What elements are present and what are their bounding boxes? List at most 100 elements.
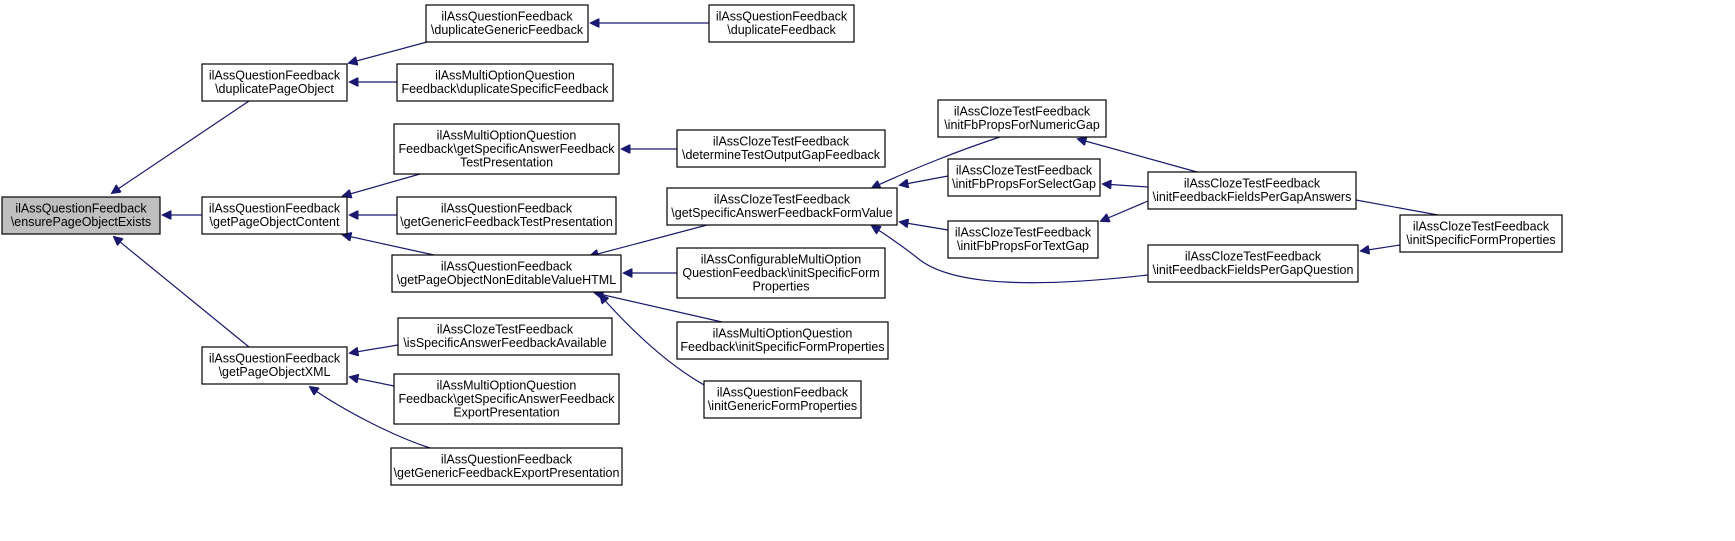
- node-box[interactable]: [397, 317, 613, 356]
- node-label-line: ilAssQuestionFeedback: [717, 386, 849, 400]
- node-label-line: \initFbPropsForNumericGap: [944, 118, 1100, 132]
- node-label-line: \ensurePageObjectExists: [11, 215, 151, 229]
- node-moInitSpecForm[interactable]: ilAssMultiOptionQuestionFeedback\initSpe…: [676, 321, 889, 360]
- node-label-line: Feedback\initSpecificFormProperties: [680, 340, 884, 354]
- node-label-line: ilAssQuestionFeedback: [15, 202, 147, 216]
- edge-clozeFieldsAnswers-to-clozeText: [1101, 200, 1149, 221]
- node-label-line: ilAssClozeTestFeedback: [956, 164, 1093, 178]
- node-clozeFieldsAnswers[interactable]: ilAssClozeTestFeedback\initFeedbackField…: [1147, 171, 1357, 210]
- node-box[interactable]: [703, 380, 862, 419]
- edge-dupPageObj-to-root: [112, 100, 250, 193]
- node-box[interactable]: [666, 187, 898, 226]
- node-box[interactable]: [1399, 214, 1563, 253]
- node-box[interactable]: [425, 4, 589, 43]
- edge-clozeText-to-clozeGetSpecForm: [900, 222, 949, 231]
- node-box[interactable]: [201, 63, 348, 102]
- node-root[interactable]: ilAssQuestionFeedback\ensurePageObjectEx…: [1, 196, 161, 235]
- node-clozeFieldsQuestion[interactable]: ilAssClozeTestFeedback\initFeedbackField…: [1147, 244, 1359, 283]
- edge-line: [1103, 184, 1149, 187]
- node-box[interactable]: [201, 196, 348, 235]
- edge-line: [590, 224, 708, 256]
- node-label-line: ilAssClozeTestFeedback: [713, 135, 850, 149]
- node-label-line: \initFeedbackFieldsPerGapAnswers: [1153, 190, 1352, 204]
- node-label-line: \getGenericFeedbackExportPresentation: [394, 466, 620, 480]
- node-label-line: ilAssQuestionFeedback: [441, 202, 573, 216]
- node-clozeGetSpecForm[interactable]: ilAssClozeTestFeedback\getSpecificAnswer…: [666, 187, 898, 226]
- edge-line: [1345, 198, 1439, 216]
- edge-line: [343, 173, 421, 196]
- node-box[interactable]: [396, 63, 614, 102]
- node-moGetSpecExport[interactable]: ilAssMultiOptionQuestionFeedback\getSpec…: [393, 373, 620, 425]
- edge-line: [872, 226, 1149, 284]
- edge-clozeSelect-to-clozeGetSpecForm: [900, 175, 949, 185]
- node-label-line: \duplicateGenericFeedback: [431, 23, 584, 37]
- node-label-line: \getPageObjectNonEditableValueHTML: [397, 273, 616, 287]
- edge-clozeGetSpecForm-to-getPONonEdit: [590, 224, 708, 256]
- node-box[interactable]: [947, 220, 1099, 259]
- node-box[interactable]: [393, 123, 620, 175]
- node-getPOC[interactable]: ilAssQuestionFeedback\getPageObjectConte…: [201, 196, 348, 235]
- node-getGenericExport[interactable]: ilAssQuestionFeedback\getGenericFeedback…: [390, 447, 623, 486]
- edge-line: [872, 136, 1001, 188]
- node-label-line: ilAssMultiOptionQuestion: [713, 327, 853, 341]
- node-box[interactable]: [390, 447, 623, 486]
- node-label-line: \determineTestOutputGapFeedback: [682, 148, 881, 162]
- node-box[interactable]: [676, 247, 886, 299]
- node-initGenericForm[interactable]: ilAssQuestionFeedback\initGenericFormPro…: [703, 380, 862, 419]
- node-box[interactable]: [393, 373, 620, 425]
- node-label-line: \duplicatePageObject: [215, 82, 334, 96]
- node-box[interactable]: [396, 196, 617, 235]
- node-label-line: \duplicateFeedback: [727, 23, 836, 37]
- node-label-line: \initFeedbackFieldsPerGapQuestion: [1153, 263, 1354, 277]
- edge-line: [1361, 244, 1401, 251]
- node-getPOXML[interactable]: ilAssQuestionFeedback\getPageObjectXML: [201, 346, 348, 385]
- node-box[interactable]: [708, 4, 855, 43]
- node-label-line: Feedback\getSpecificAnswerFeedback: [398, 142, 615, 156]
- node-label-line: ilAssClozeTestFeedback: [1185, 250, 1322, 264]
- edge-line: [343, 235, 435, 256]
- node-label-line: ilAssClozeTestFeedback: [437, 323, 574, 337]
- node-label-line: ilAssConfigurableMultiOption: [701, 252, 862, 266]
- node-dupGeneric[interactable]: ilAssQuestionFeedback\duplicateGenericFe…: [425, 4, 589, 43]
- node-label-line: ilAssMultiOptionQuestion: [437, 128, 577, 142]
- edge-clozeInitSpecForm-to-clozeFieldsQuestion: [1361, 244, 1401, 251]
- node-getGenericTest[interactable]: ilAssQuestionFeedback\getGenericFeedback…: [396, 196, 617, 235]
- edge-line: [350, 377, 395, 387]
- node-moDupSpecific[interactable]: ilAssMultiOptionQuestionFeedback\duplica…: [396, 63, 614, 102]
- node-label-line: ilAssClozeTestFeedback: [954, 105, 1091, 119]
- node-label-line: \getPageObjectContent: [210, 215, 340, 229]
- node-dupFeedback[interactable]: ilAssQuestionFeedback\duplicateFeedback: [708, 4, 855, 43]
- edge-line: [114, 237, 250, 348]
- node-box[interactable]: [1147, 244, 1359, 283]
- node-clozeNumeric[interactable]: ilAssClozeTestFeedback\initFbPropsForNum…: [937, 99, 1107, 138]
- edge-line: [1078, 139, 1198, 173]
- node-box[interactable]: [676, 129, 886, 168]
- node-box[interactable]: [391, 254, 622, 293]
- node-clozeSelect[interactable]: ilAssClozeTestFeedback\initFbPropsForSel…: [947, 158, 1101, 197]
- node-moGetSpecTest[interactable]: ilAssMultiOptionQuestionFeedback\getSpec…: [393, 123, 620, 175]
- node-clozeInitSpecForm[interactable]: ilAssClozeTestFeedback\initSpecificFormP…: [1399, 214, 1563, 253]
- node-label-line: ExportPresentation: [453, 405, 559, 419]
- node-clozeDetermine[interactable]: ilAssClozeTestFeedback\determineTestOutp…: [676, 129, 886, 168]
- node-dupPageObj[interactable]: ilAssQuestionFeedback\duplicatePageObjec…: [201, 63, 348, 102]
- node-box[interactable]: [1, 196, 161, 235]
- node-box[interactable]: [201, 346, 348, 385]
- edge-clozeFieldsAnswers-to-clozeSelect: [1103, 184, 1149, 187]
- node-box[interactable]: [676, 321, 889, 360]
- node-label-line: ilAssQuestionFeedback: [209, 352, 341, 366]
- node-label-line: ilAssQuestionFeedback: [209, 202, 341, 216]
- node-label-line: ilAssClozeTestFeedback: [955, 226, 1092, 240]
- node-clozeText[interactable]: ilAssClozeTestFeedback\initFbPropsForTex…: [947, 220, 1099, 259]
- node-label-line: \initGenericFormProperties: [708, 399, 857, 413]
- node-label-line: ilAssClozeTestFeedback: [1184, 177, 1321, 191]
- node-box[interactable]: [947, 158, 1101, 197]
- edge-moGetSpecTest-to-getPOC: [343, 173, 421, 196]
- node-getPONonEdit[interactable]: ilAssQuestionFeedback\getPageObjectNonEd…: [391, 254, 622, 293]
- edge-line: [595, 293, 723, 323]
- node-box[interactable]: [1147, 171, 1357, 210]
- node-clozeIsSpecAvail[interactable]: ilAssClozeTestFeedback\isSpecificAnswerF…: [397, 317, 613, 356]
- node-box[interactable]: [937, 99, 1107, 138]
- edge-clozeFieldsAnswers-to-clozeNumeric: [1078, 139, 1198, 173]
- node-cfgMoInit[interactable]: ilAssConfigurableMultiOptionQuestionFeed…: [676, 247, 886, 299]
- node-label-line: ilAssQuestionFeedback: [716, 10, 848, 24]
